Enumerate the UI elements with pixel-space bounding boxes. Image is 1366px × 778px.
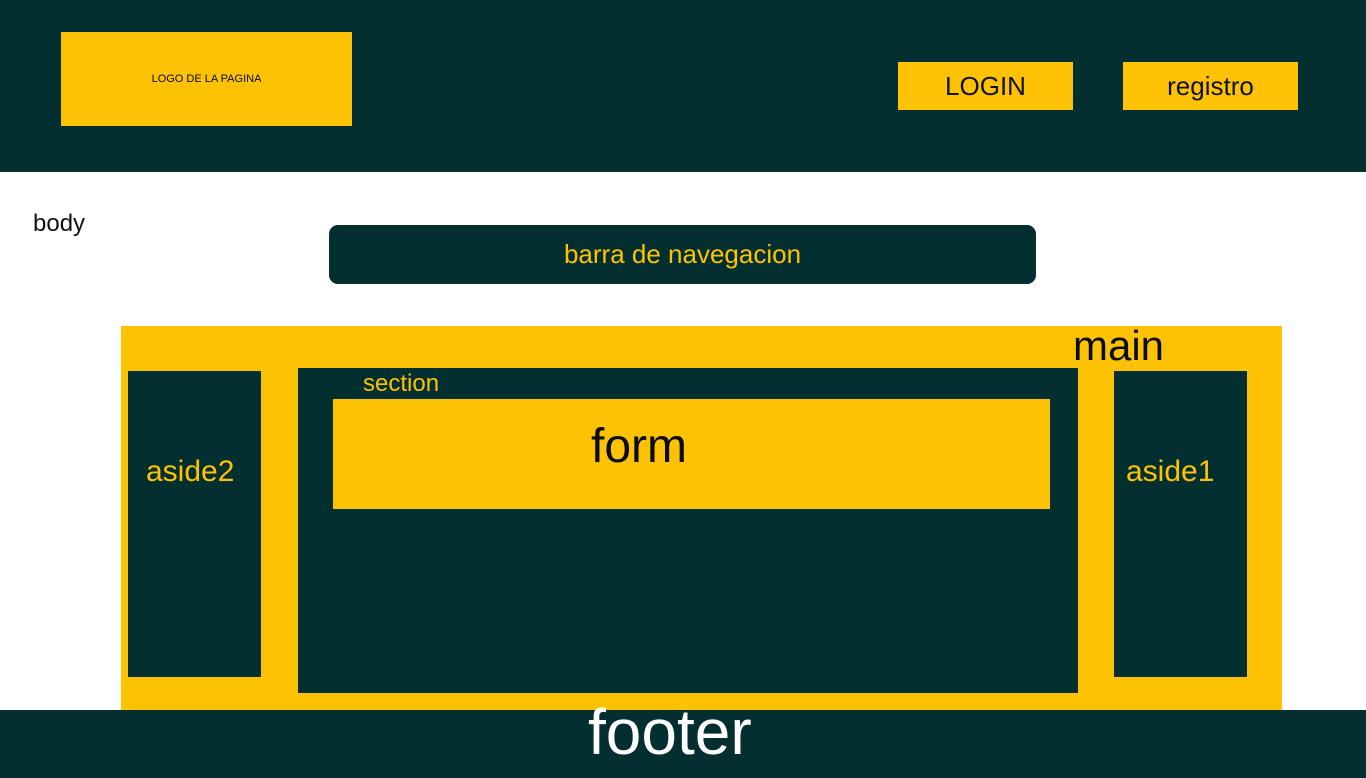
- navigation-bar[interactable]: barra de navegacion: [329, 225, 1036, 284]
- logo-text: LOGO DE LA PAGINA: [151, 73, 262, 85]
- login-button[interactable]: LOGIN: [898, 62, 1073, 110]
- login-label: LOGIN: [945, 70, 1026, 101]
- section-label: section: [363, 370, 440, 397]
- footer-label: footer: [588, 696, 752, 768]
- form-block[interactable]: [333, 399, 1050, 509]
- aside1-label: aside1: [1126, 455, 1215, 488]
- aside1-panel: [1114, 371, 1247, 677]
- page-logo[interactable]: LOGO DE LA PAGINA: [61, 32, 352, 126]
- navigation-bar-label: barra de navegacion: [563, 239, 802, 269]
- aside2-label: aside2: [146, 455, 235, 488]
- body-label: body: [33, 210, 86, 237]
- aside2-panel: [128, 371, 261, 677]
- main-label: main: [1073, 322, 1165, 369]
- form-label: form: [591, 420, 687, 473]
- footer-bar: [0, 710, 1366, 778]
- registro-button[interactable]: registro: [1123, 62, 1298, 110]
- registro-label: registro: [1167, 70, 1254, 101]
